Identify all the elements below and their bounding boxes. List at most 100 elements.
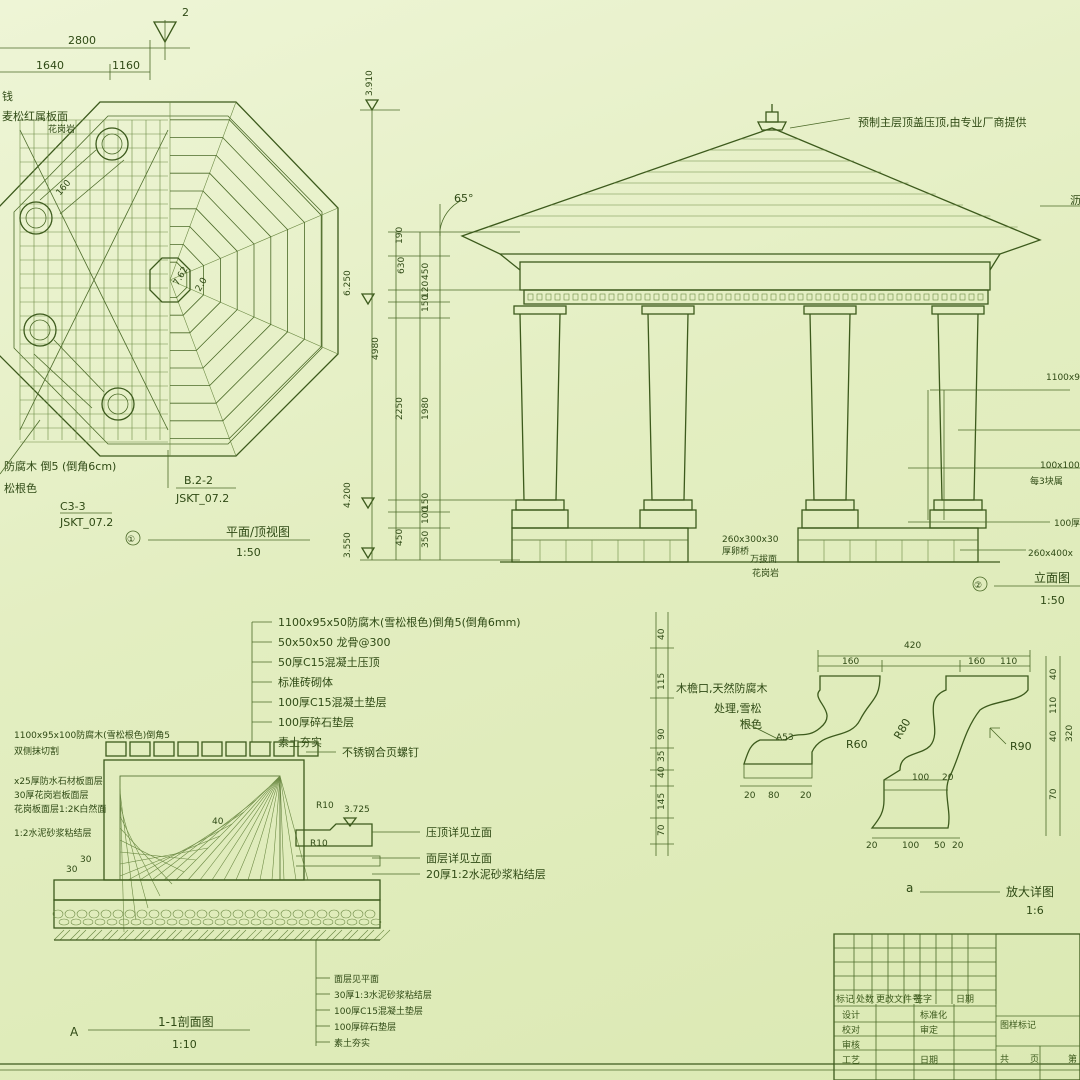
section-note-lv: 3.725 [344, 805, 370, 815]
detail-a-1: A53 [776, 733, 794, 743]
plan-ref-c: C3-3 [60, 500, 86, 513]
section-note-bottom-0: 面层见平面 [334, 974, 379, 985]
title-block-right-label: 图样标记 [1000, 1019, 1036, 1031]
title-block-header-4: 日期 [956, 994, 974, 1005]
elev-dim-6: 2250 [395, 397, 405, 420]
elev-note-right-2: 1100x95 [1046, 373, 1080, 383]
detail-dim-b2-1: 20 [942, 773, 954, 783]
elev-level-eave: 6.250 [343, 270, 353, 296]
section-1-1: 1100x95x50防腐木(雪松根色)倒角5(倒角6mm)50x50x50 龙骨… [14, 615, 546, 1051]
title-block-row-0-field: 标准化 [920, 1009, 947, 1021]
section-note-right-1: 面层详见立面 [426, 851, 492, 865]
elev-dim-8: 150 [421, 493, 431, 510]
detail-dim-total: 420 [904, 641, 921, 651]
detail-dim-2: 160 [968, 657, 985, 667]
plan-view: 2800 1640 1160 2 7.62 2.0 [0, 6, 339, 559]
elev-dim-0: 190 [395, 227, 405, 244]
elev-dim-4: 150 [421, 295, 431, 312]
detail-dim-left-4: 40 [657, 766, 667, 778]
section-note-right-0: 压顶详见立面 [426, 825, 492, 839]
section-note-bottom-3: 100厚碎石垫层 [334, 1021, 396, 1033]
title-block-cell-2: 第 [1068, 1053, 1077, 1065]
detail-note-2: 处理,雪松 [714, 701, 762, 715]
elev-scale: 1:50 [1040, 594, 1065, 607]
detail-title: 放大详图 [1006, 884, 1054, 899]
section-note-top-0: 1100x95x50防腐木(雪松根色)倒角5(倒角6mm) [278, 615, 521, 629]
plan-dim-right: 1160 [112, 59, 140, 72]
section-note-right-2: 20厚1:2水泥砂浆粘结层 [426, 867, 546, 881]
section-title: 1-1剖面图 [158, 1015, 214, 1029]
title-block-cell-0: 共 [1000, 1054, 1009, 1065]
plan-title: 平面/顶视图 [226, 524, 290, 539]
plan-section-mark: 2 [182, 6, 189, 19]
plan-note-color: 松根色 [4, 481, 37, 495]
section-note-top-3: 标准砖砌体 [278, 675, 333, 689]
elevation-view: 3.910 6.250 4.200 3.550 1904506301201504… [343, 70, 1080, 607]
detail-dim-left-6: 70 [657, 824, 667, 836]
elev-dim-1: 450 [421, 263, 431, 280]
section-scale: 1:10 [172, 1038, 197, 1051]
detail-dim-b2-0: 100 [912, 773, 929, 783]
detail-dim-b1-0: 20 [744, 791, 756, 801]
plan-note-beam: 防腐木 倒5 (倒角6cm) [4, 459, 116, 473]
detail-dim-left-3: 35 [657, 751, 667, 762]
detail-dim-left-2: 90 [657, 728, 667, 740]
section-note-left-0: 1100x95x100防腐木(雪松根色)倒角5 [14, 729, 170, 741]
plan-title-num: ① [127, 535, 135, 545]
elev-note-right-4: 每3块属 [1030, 475, 1063, 487]
elev-note-roof: 预制主层顶盖压顶,由专业厂商提供 [858, 115, 1027, 129]
title-block-row-2-label: 审核 [842, 1039, 860, 1051]
detail-r-3: R90 [1010, 740, 1032, 753]
section-note-r1: R10 [316, 801, 334, 811]
plan-ref-b-sheet: JSKT_07.2 [175, 492, 229, 505]
plan-dim-total: 2800 [68, 34, 96, 47]
section-note-r2: R10 [310, 839, 328, 849]
section-dim-inner: 40 [212, 817, 224, 827]
section-note-rail: 不锈钢合页螺钉 [342, 745, 419, 759]
detail-dim-b1-2: 20 [800, 791, 812, 801]
section-note-top-5: 100厚碎石垫层 [278, 715, 354, 729]
elev-level-ground: 3.550 [343, 532, 353, 558]
section-note-bottom-1: 30厚1:3水泥砂浆粘结层 [334, 989, 432, 1001]
plan-note-mark: 花岗岩 [48, 123, 75, 135]
elev-level-base: 4.200 [343, 482, 353, 508]
detail-dim-right-0: 40 [1049, 668, 1059, 680]
detail-label: a [906, 881, 913, 895]
detail-dim-b3-2: 50 [934, 841, 946, 851]
plan-dim-left: 1640 [36, 59, 64, 72]
detail-dim-right-1: 110 [1049, 697, 1059, 714]
detail-dim-left-0: 40 [657, 628, 667, 640]
plan-scale: 1:50 [236, 546, 261, 559]
section-note-left-2: x25厚防水石材板面层 [14, 775, 103, 787]
elev-columns [511, 305, 987, 529]
detail-note-1: 木檐口,天然防腐木 [676, 681, 768, 695]
plan-ref-c-sheet: JSKT_07.2 [59, 516, 113, 529]
section-label: A [70, 1025, 79, 1039]
title-block-row-3-label: 工艺 [842, 1055, 860, 1066]
elev-note-bottom-2: 厚卵桥 [722, 545, 749, 557]
elev-dim-11: 350 [421, 531, 431, 548]
plan-center-label2: 2.0 [194, 276, 210, 294]
elev-dim-10: 450 [395, 529, 405, 546]
detail-r-1: R60 [846, 738, 868, 751]
detail-note-3: 根色 [740, 717, 762, 731]
detail-dim-right-4: 70 [1049, 788, 1059, 800]
title-block-row-3-field: 日期 [920, 1055, 938, 1066]
detail-dim-3: 110 [1000, 657, 1017, 667]
detail-dim-b3-1: 100 [902, 841, 919, 851]
elev-dim-7: 1980 [421, 397, 431, 420]
section-dim-mid2: 30 [66, 865, 78, 875]
plan-note-ring: 160 [55, 178, 74, 198]
title-block-header-1: 处数 [856, 993, 874, 1005]
section-dim-mid: 30 [80, 855, 92, 865]
elev-note-right-5: 100厚 [1054, 518, 1080, 529]
elev-roof-angle: 65° [454, 192, 474, 205]
detail-scale: 1:6 [1026, 904, 1044, 917]
section-note-top-2: 50厚C15混凝土压顶 [278, 655, 380, 669]
section-note-left-3: 30厚花岗岩板面层 [14, 789, 88, 801]
detail-dim-left-5: 145 [657, 793, 667, 810]
detail-dim-b3-3: 20 [952, 841, 964, 851]
title-block-row-0-label: 设计 [842, 1009, 860, 1021]
